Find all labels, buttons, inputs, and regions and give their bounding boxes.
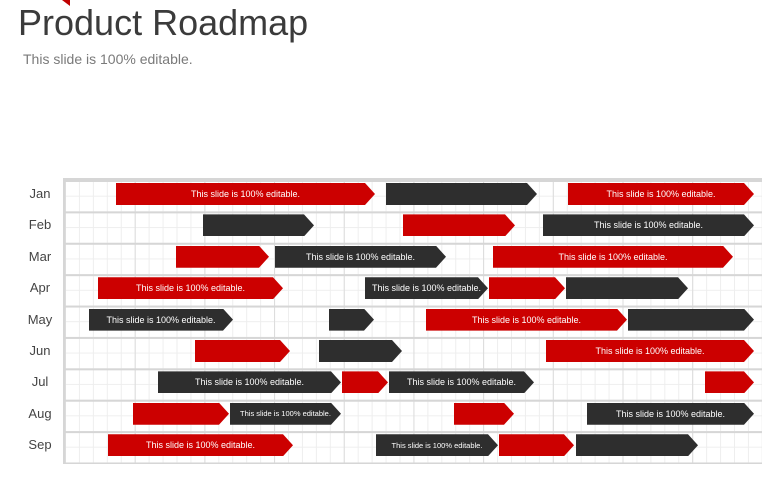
roadmap-bar-dark[interactable]: [203, 214, 314, 236]
month-label-may: May: [27, 311, 53, 327]
month-label-jan: Jan: [29, 186, 51, 201]
page-title: Product Roadmap: [18, 2, 309, 43]
roadmap-bar-red[interactable]: This slide is 100% editable.: [426, 309, 627, 331]
roadmap-bar-dark[interactable]: [329, 309, 374, 331]
roadmap-bar-red[interactable]: This slide is 100% editable.: [568, 183, 754, 205]
roadmap-bar-red[interactable]: [195, 340, 290, 362]
month-label-feb: Feb: [28, 217, 52, 233]
roadmap-bar-dark[interactable]: This slide is 100% editable.: [275, 246, 446, 268]
roadmap-bar-red[interactable]: [133, 403, 229, 425]
roadmap-bar-red[interactable]: This slide is 100% editable.: [116, 183, 375, 205]
roadmap-bar-red[interactable]: [454, 403, 514, 425]
month-label-sep: Sep: [28, 437, 52, 453]
roadmap-bar-red[interactable]: This slide is 100% editable.: [98, 277, 283, 299]
roadmap-bar-red[interactable]: [489, 277, 565, 299]
roadmap-bar-dark[interactable]: [566, 277, 688, 299]
month-label-jul: Jul: [31, 374, 49, 390]
roadmap-bar-red[interactable]: [705, 371, 754, 393]
roadmap-bar-red[interactable]: This slide is 100% editable.: [493, 246, 733, 268]
roadmap-bar-dark[interactable]: This slide is 100% editable.: [543, 214, 754, 236]
month-label-jun: Jun: [29, 343, 51, 358]
roadmap-bar-dark[interactable]: This slide is 100% editable.: [230, 403, 341, 425]
month-label-aug: Aug: [28, 405, 52, 421]
corner-accent: [62, 0, 70, 6]
roadmap-bar-dark[interactable]: [628, 309, 754, 331]
roadmap-bar-dark[interactable]: This slide is 100% editable.: [365, 277, 488, 299]
month-label-apr: Apr: [29, 280, 51, 296]
roadmap-bar-red[interactable]: [499, 434, 574, 456]
roadmap-bar-dark[interactable]: This slide is 100% editable.: [89, 309, 233, 331]
roadmap-bar-red[interactable]: [342, 371, 388, 393]
roadmap-bar-red[interactable]: This slide is 100% editable.: [546, 340, 754, 362]
roadmap-bar-dark[interactable]: [319, 340, 402, 362]
roadmap-bar-red[interactable]: [403, 214, 515, 236]
roadmap-bar-red[interactable]: This slide is 100% editable.: [108, 434, 293, 456]
subtitle: This slide is 100% editable.: [23, 51, 193, 67]
roadmap-bar-dark[interactable]: This slide is 100% editable.: [376, 434, 498, 456]
roadmap-bar-dark[interactable]: This slide is 100% editable.: [389, 371, 534, 393]
roadmap-bar-dark[interactable]: This slide is 100% editable.: [158, 371, 341, 393]
roadmap-bar-red[interactable]: [176, 246, 269, 268]
roadmap-bar-dark[interactable]: [386, 183, 537, 205]
roadmap-bar-dark[interactable]: [576, 434, 698, 456]
roadmap-bar-dark[interactable]: This slide is 100% editable.: [587, 403, 754, 425]
month-label-mar: Mar: [28, 248, 52, 264]
